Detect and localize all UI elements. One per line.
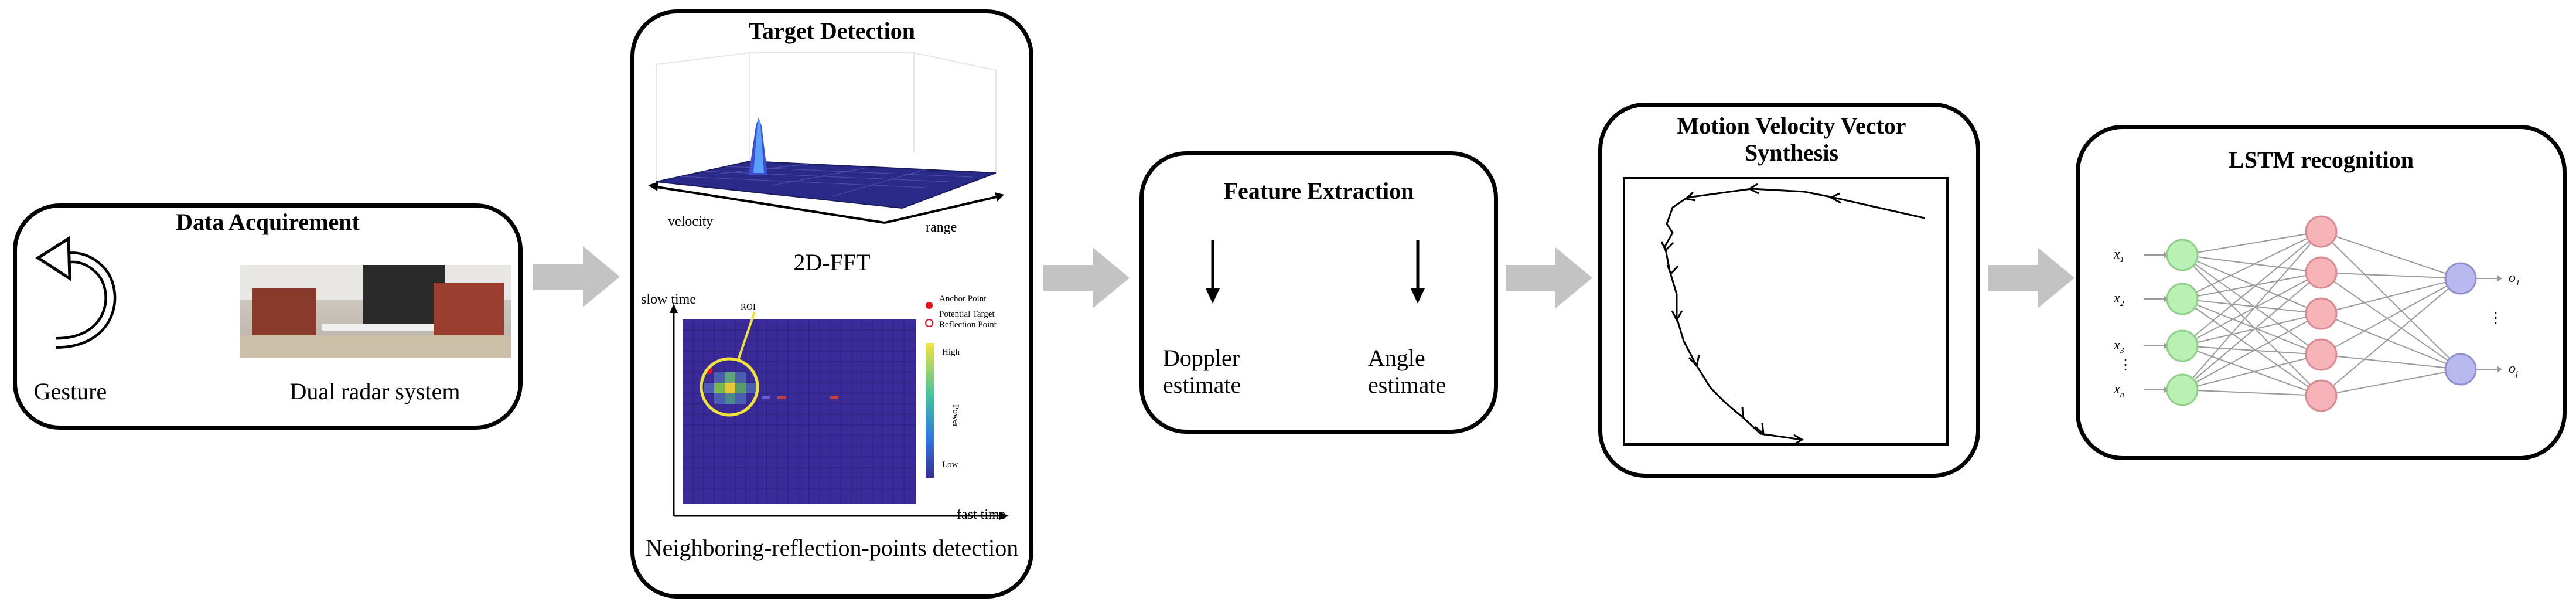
output-label-j: oj bbox=[2509, 361, 2518, 379]
colorbar-low-label: Low bbox=[942, 460, 958, 470]
doppler-estimate-label: Doppler estimate bbox=[1163, 345, 1241, 398]
gesture-label: Gesture bbox=[33, 378, 107, 404]
flow-arrow-1 bbox=[533, 246, 620, 307]
output-node bbox=[2444, 353, 2477, 386]
legend-anchor-label: Anchor Point bbox=[939, 294, 987, 304]
input-node bbox=[2166, 239, 2199, 271]
angle-arrow bbox=[1411, 240, 1425, 304]
flow-arrow-2 bbox=[1043, 247, 1130, 308]
output-node bbox=[2444, 262, 2477, 295]
input-label-1: x1 bbox=[2114, 247, 2124, 264]
data-acquirement-title: Data Acquirement bbox=[176, 209, 360, 235]
input-ellipsis: ⋮ bbox=[2118, 358, 2133, 373]
hidden-node bbox=[2305, 256, 2338, 289]
colorbar-high-label: High bbox=[942, 348, 960, 357]
flow-arrow-3 bbox=[1506, 247, 1592, 308]
flow-arrow-4 bbox=[1988, 247, 2075, 308]
slow-time-label: slow time bbox=[641, 292, 696, 307]
motion-synthesis-title: Motion Velocity Vector Synthesis bbox=[1677, 113, 1906, 166]
doppler-arrow bbox=[1206, 240, 1220, 304]
input-node bbox=[2166, 283, 2199, 315]
target-detection-title: Target Detection bbox=[749, 18, 915, 44]
velocity-axis-label: velocity bbox=[668, 214, 714, 229]
hidden-node bbox=[2305, 215, 2338, 248]
input-label-2: x2 bbox=[2114, 291, 2124, 308]
dual-radar-photo bbox=[240, 265, 511, 358]
lstm-title: LSTM recognition bbox=[2229, 147, 2414, 173]
fft-label: 2D-FFT bbox=[793, 249, 871, 276]
input-node bbox=[2166, 373, 2199, 406]
dual-radar-label: Dual radar system bbox=[289, 378, 460, 404]
velocity-trajectory-plot bbox=[1623, 177, 1949, 446]
lstm-network bbox=[2144, 215, 2502, 412]
fast-time-label: fast time bbox=[957, 507, 1006, 522]
input-label-3: x3 bbox=[2114, 338, 2124, 355]
hidden-node bbox=[2305, 338, 2338, 371]
colorbar-title: Power bbox=[951, 404, 960, 427]
legend-potential-label: Potential Target Reflection Point bbox=[939, 310, 997, 329]
output-ellipsis: ⋮ bbox=[2489, 311, 2503, 326]
input-node bbox=[2166, 329, 2199, 362]
feature-extraction-box bbox=[1139, 151, 1498, 434]
detection-caption: Neighboring-reflection-points detection bbox=[645, 535, 1019, 561]
gesture-icon bbox=[35, 236, 117, 349]
feature-extraction-title: Feature Extraction bbox=[1223, 178, 1414, 204]
fft-surface-plot bbox=[648, 52, 1004, 224]
range-axis-label: range bbox=[926, 220, 957, 235]
heatmap-plot bbox=[670, 302, 1009, 520]
hidden-node bbox=[2305, 297, 2338, 330]
angle-estimate-label: Angle estimate bbox=[1368, 345, 1446, 398]
hidden-node bbox=[2305, 379, 2338, 412]
roi-label: ROI bbox=[741, 302, 756, 312]
input-label-n: xn bbox=[2114, 382, 2124, 399]
output-label-1: o1 bbox=[2509, 270, 2520, 288]
